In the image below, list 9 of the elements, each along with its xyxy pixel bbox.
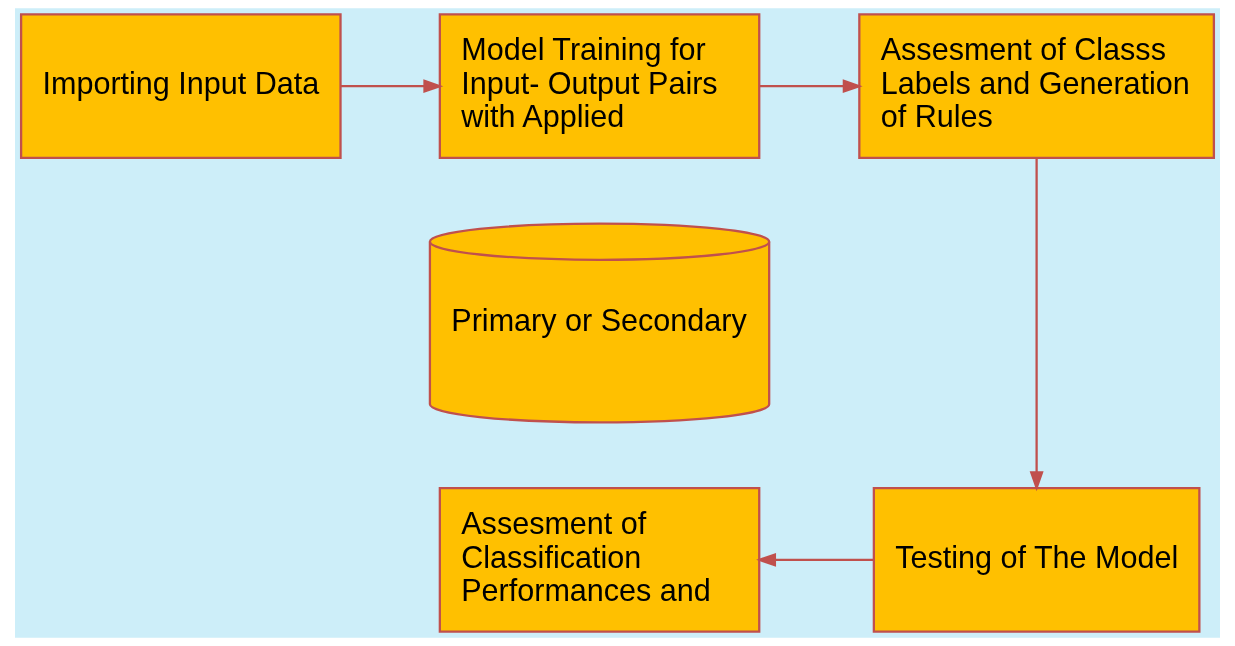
node-box: Assesment of Classification Performances and [438, 486, 761, 633]
node-box: Importing Input Data [19, 13, 342, 160]
node-box: Testing of The Model [872, 486, 1201, 633]
arrow [759, 79, 863, 94]
arrow [756, 552, 874, 567]
arrow [1029, 158, 1044, 492]
node-box: Model Training for Input- Output Pairs with Applied [438, 13, 761, 160]
arrow [340, 79, 444, 94]
node-box: Assesment of Classs Labels and Generation of Rules [858, 13, 1216, 160]
